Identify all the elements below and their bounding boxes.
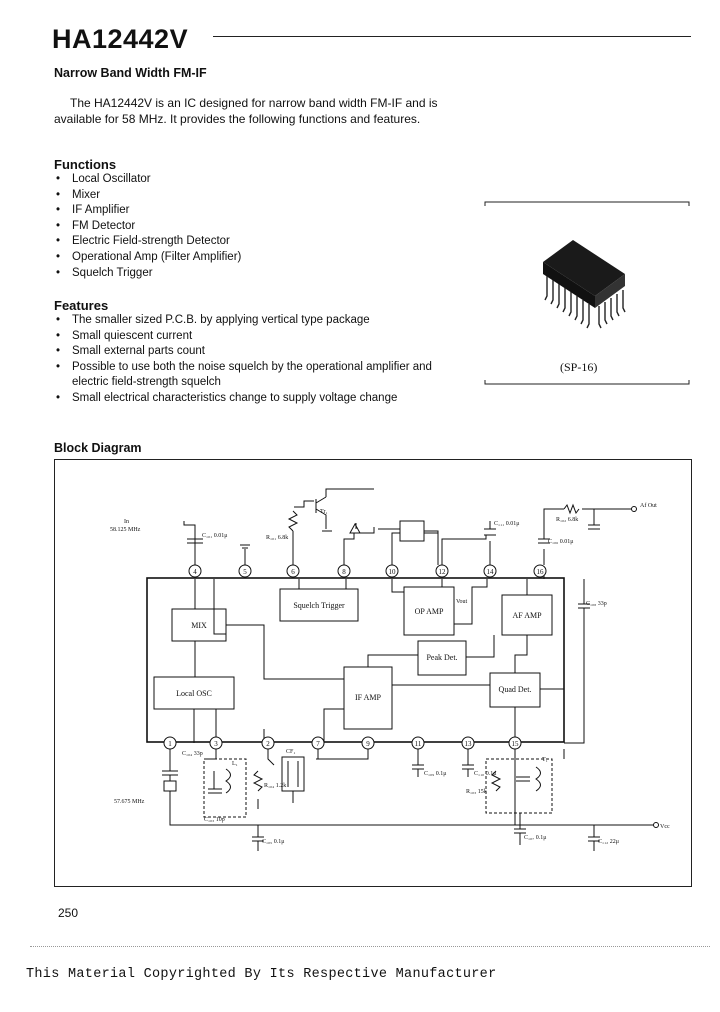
pin-number: 5: [243, 568, 247, 576]
t1-label: T₁: [542, 757, 548, 763]
pin-number: 14: [487, 568, 495, 576]
block-diagram: MIX Local OSC Squelch Trigger OP AMP AF …: [54, 459, 692, 887]
pin-number: 2: [266, 740, 270, 748]
pin-number: 4: [193, 568, 197, 576]
features-list: The smaller sized P.C.B. by applying ver…: [54, 313, 440, 407]
pin-number: 10: [389, 568, 397, 576]
input-freq-label: 58.125 MHz: [110, 527, 141, 533]
list-item: IF Amplifier: [54, 203, 444, 219]
intro-paragraph: The HA12442V is an IC designed for narro…: [54, 96, 438, 126]
local-osc-label: Local OSC: [176, 689, 212, 698]
af-amp-block: [501, 594, 553, 636]
features-heading: Features: [54, 298, 109, 313]
vout-label: Vout: [456, 599, 468, 605]
cf-label: CF₁: [286, 749, 295, 755]
block-diagram-title: Block Diagram: [54, 441, 142, 455]
c-pin2-label: C₁₀₅ 0.1μ: [262, 839, 285, 845]
crystal-label: 57.675 MHz: [114, 799, 145, 805]
r-bias-label: R₁₀₄ 1.2k: [264, 783, 286, 789]
list-item: Operational Amp (Filter Amplifier): [54, 250, 444, 266]
vcc-label: Vcc: [660, 824, 670, 830]
peak-det-block: [417, 640, 467, 676]
mix-label: MIX: [191, 621, 207, 630]
c-big-label: C₁₁₂ 22μ: [598, 839, 619, 845]
pin-number: 1: [168, 740, 172, 748]
pin-number: 6: [291, 568, 295, 576]
af-amp-label: AF AMP: [512, 611, 542, 620]
c-sq-label: C₁₁₁ 0.01μ: [494, 521, 520, 527]
package-label: (SP-16): [560, 360, 598, 374]
list-item: Small quiescent current: [54, 329, 440, 345]
list-item: Squelch Trigger: [54, 266, 444, 282]
pin-number: 13: [465, 740, 473, 748]
subtitle: Narrow Band Width FM-IF: [54, 66, 207, 80]
c-ext-label: C₁₀₈ 33p: [586, 601, 607, 607]
peak-det-label: Peak Det.: [426, 653, 457, 662]
c-pin9-label: C₁₀₉ 0.1μ: [424, 771, 447, 777]
pin-number: 12: [439, 568, 447, 576]
c-out-label: C₁₀₆ 0.01μ: [548, 539, 574, 545]
ct-label: C₁₀₇ 0.1μ: [524, 835, 547, 841]
quad-det-block: [489, 672, 541, 708]
page-title: HA12442V: [52, 24, 189, 54]
functions-list: Local Oscillator Mixer IF Amplifier FM D…: [54, 172, 444, 281]
if-amp-label: IF AMP: [355, 693, 382, 702]
r1-label: R₁₀₁ 6.8k: [266, 535, 288, 541]
list-item: Local Oscillator: [54, 172, 444, 188]
list-item: Small external parts count: [54, 344, 440, 360]
package-illustration: [484, 201, 690, 385]
l1-label: L₁: [232, 761, 238, 767]
title-rule: [213, 36, 691, 37]
c-var-label: C₁₀₃ 10p: [204, 817, 225, 823]
list-item: FM Detector: [54, 219, 444, 235]
list-item: Possible to use both the noise squelch b…: [54, 360, 440, 391]
functions-section: Functions Local Oscillator Mixer IF Ampl…: [54, 157, 444, 281]
pin-number: 8: [342, 568, 346, 576]
pin-number: 3: [214, 740, 218, 748]
if-amp-block: [343, 666, 393, 730]
page-number: 250: [58, 906, 79, 920]
c-pin11-label: C₁₁₀ 0.1μ: [474, 771, 497, 777]
list-item: Electric Field-strength Detector: [54, 234, 444, 250]
input-label: In: [124, 519, 129, 525]
pin-number: 15: [512, 740, 520, 748]
cin-label: C₁₀₁ 0.01μ: [202, 533, 228, 539]
list-item: The smaller sized P.C.B. by applying ver…: [54, 313, 440, 329]
pin-number: 16: [537, 568, 545, 576]
pin-number: 9: [366, 740, 370, 748]
tr-label: Tr₁: [320, 509, 328, 515]
squelch-block: [279, 588, 359, 622]
squelch-label: Squelch Trigger: [293, 601, 345, 610]
op-amp-label: OP AMP: [415, 607, 444, 616]
local-osc-block: [153, 676, 235, 710]
package-figure: [483, 200, 691, 386]
pin-number: 7: [316, 740, 320, 748]
list-item: Small electrical characteristics change …: [54, 391, 440, 407]
functions-heading: Functions: [54, 157, 117, 172]
block-diagram-svg: MIX Local OSC Squelch Trigger OP AMP AF …: [54, 459, 692, 887]
pin-number: 11: [415, 740, 422, 748]
rb-label: R₁₀₂ 6.8k: [556, 517, 578, 523]
divider: [30, 946, 710, 948]
cosc-label: C₁₀₄ 33p: [182, 751, 203, 757]
list-item: Mixer: [54, 188, 444, 204]
r-load-label: R₁₀₃ 15k: [466, 789, 487, 795]
mix-block: [171, 608, 227, 642]
af-out-label: Af Out: [640, 502, 657, 509]
features-section: Features The smaller sized P.C.B. by app…: [54, 298, 440, 407]
copyright-footer: This Material Copyrighted By Its Respect…: [26, 967, 497, 982]
quad-det-label: Quad Det.: [499, 685, 532, 694]
op-amp-block: [403, 586, 455, 636]
ic-outline: [146, 577, 565, 743]
